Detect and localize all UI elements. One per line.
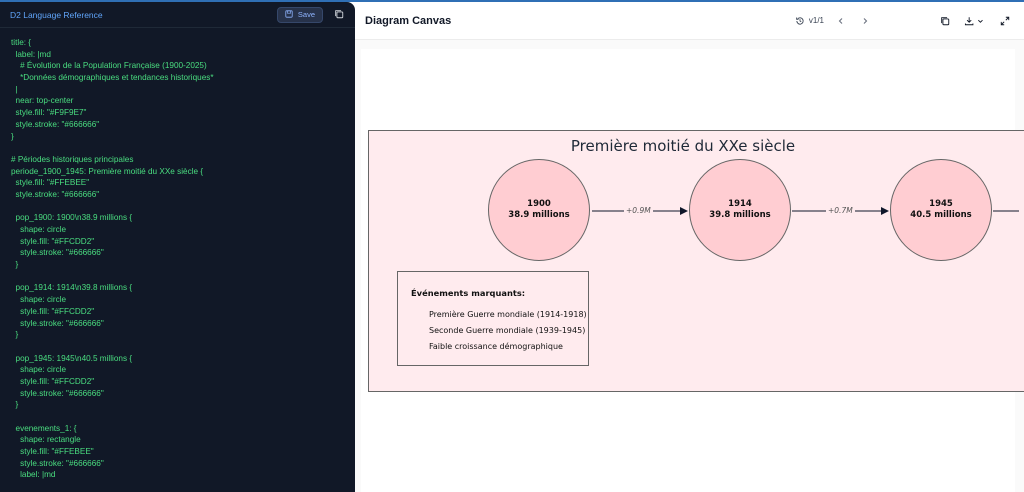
- save-button-label: Save: [297, 10, 315, 19]
- editor-header: D2 Language Reference Save: [0, 2, 355, 28]
- code-line: shape: circle: [11, 365, 67, 375]
- chevron-left-icon: [838, 17, 843, 24]
- code-line: # Périodes historiques principales: [11, 154, 134, 164]
- event-item: Faible croissance démographique: [429, 342, 563, 351]
- version-control: v1/1: [795, 14, 872, 28]
- code-line: style.stroke: "#666666": [11, 458, 104, 468]
- fullscreen-button[interactable]: [998, 14, 1012, 28]
- code-line: shape: circle: [11, 225, 67, 234]
- code-line: pop_1945: 1945\n40.5 millions {: [11, 353, 133, 363]
- event-item: Seconde Guerre mondiale (1939-1945): [429, 326, 586, 335]
- period-title: Première moitié du XXe siècle: [570, 137, 796, 155]
- canvas-title: Diagram Canvas: [365, 14, 452, 27]
- code-line: style.fill: "#FFCDD2": [11, 236, 95, 246]
- editor-title: D2 Language Reference: [10, 9, 103, 20]
- canvas-header: Diagram Canvas v1/1: [355, 2, 1024, 40]
- canvas-toolbar: [938, 14, 1012, 28]
- code-line: evenements_1: {: [11, 423, 77, 433]
- download-button[interactable]: [962, 14, 988, 28]
- copy-code-button[interactable]: [331, 7, 347, 23]
- edge-label-1900-1914: +0.9M: [624, 206, 653, 215]
- code-line: style.fill: "#F9F9E7": [11, 108, 87, 118]
- edge-label-1914-1945: +0.7M: [826, 206, 855, 215]
- code-line: [11, 271, 355, 283]
- code-line: label: |md: [11, 470, 56, 480]
- code-line: near: top-center: [11, 96, 74, 106]
- code-line: style.fill: "#FFCDD2": [11, 376, 95, 386]
- node-year: 1900: [527, 199, 551, 209]
- code-line: style.fill: "#FFEBEE": [11, 178, 90, 188]
- events-box[interactable]: Événements marquants: Première Guerre mo…: [397, 271, 589, 366]
- history-icon[interactable]: [795, 16, 805, 26]
- node-pop-1914[interactable]: 1914 39.8 millions: [689, 159, 791, 261]
- code-line: pop_1900: 1900\n38.9 millions {: [11, 213, 133, 223]
- code-line: shape: circle: [11, 295, 67, 305]
- code-line: |: [11, 84, 18, 94]
- version-label: v1/1: [808, 16, 824, 25]
- code-line: }: [11, 131, 14, 141]
- copy-icon: [334, 6, 344, 24]
- code-line: [11, 201, 355, 213]
- code-line: title: {: [11, 38, 32, 47]
- code-line: [11, 142, 355, 154]
- code-editor-panel: D2 Language Reference Save title: { labe…: [0, 2, 355, 492]
- code-line: style.fill: "#FFCDD2": [11, 306, 95, 316]
- code-line: }: [11, 330, 19, 340]
- code-line: }: [11, 400, 19, 410]
- code-line: style.stroke: "#666666": [11, 248, 104, 258]
- code-line: style.fill: "#FFEBEE": [11, 447, 94, 457]
- period-1900-1945-container[interactable]: Première moitié du XXe siècle 1900 38.9 …: [368, 130, 1024, 392]
- code-line: label: |md: [11, 49, 51, 59]
- diagram-canvas-panel: Diagram Canvas v1/1: [355, 2, 1024, 492]
- code-line: style.stroke: "#666666": [11, 119, 100, 129]
- code-line: periode_1900_1945: Première moitié du XX…: [11, 166, 204, 176]
- copy-icon: [941, 16, 950, 25]
- code-line: # Évolution de la Population Française (…: [11, 61, 207, 71]
- code-textarea[interactable]: title: { label: |md # Évolution de la Po…: [0, 28, 355, 481]
- code-line: pop_1914: 1914\n39.8 millions {: [11, 283, 133, 293]
- code-line: style.stroke: "#666666": [11, 318, 104, 328]
- canvas-viewport[interactable]: Première moitié du XXe siècle 1900 38.9 …: [355, 40, 1024, 492]
- events-title: Événements marquants:: [411, 288, 526, 298]
- code-line: style.stroke: "#666666": [11, 189, 100, 199]
- code-line: }: [11, 260, 19, 270]
- previous-version-button[interactable]: [834, 14, 848, 28]
- download-icon: [964, 16, 983, 25]
- save-icon: [285, 9, 293, 20]
- code-line: style.stroke: "#666666": [11, 388, 104, 398]
- node-year: 1914: [728, 199, 752, 209]
- node-population: 40.5 millions: [910, 210, 972, 220]
- next-version-button[interactable]: [858, 14, 872, 28]
- copy-diagram-button[interactable]: [938, 14, 952, 28]
- node-year: 1945: [929, 199, 953, 209]
- save-button[interactable]: Save: [276, 6, 323, 23]
- node-population: 39.8 millions: [709, 210, 771, 220]
- code-line: [11, 411, 355, 423]
- node-pop-1900[interactable]: 1900 38.9 millions: [488, 159, 590, 261]
- code-line: shape: rectangle: [11, 435, 81, 445]
- code-line: *Données démographiques et tendances his…: [11, 73, 214, 83]
- expand-icon: [1000, 16, 1010, 25]
- chevron-right-icon: [863, 17, 868, 24]
- top-accent-line: [0, 0, 1024, 2]
- node-pop-1945[interactable]: 1945 40.5 millions: [890, 159, 992, 261]
- code-line: [11, 341, 355, 353]
- event-item: Première Guerre mondiale (1914-1918): [429, 310, 587, 319]
- node-population: 38.9 millions: [508, 210, 570, 220]
